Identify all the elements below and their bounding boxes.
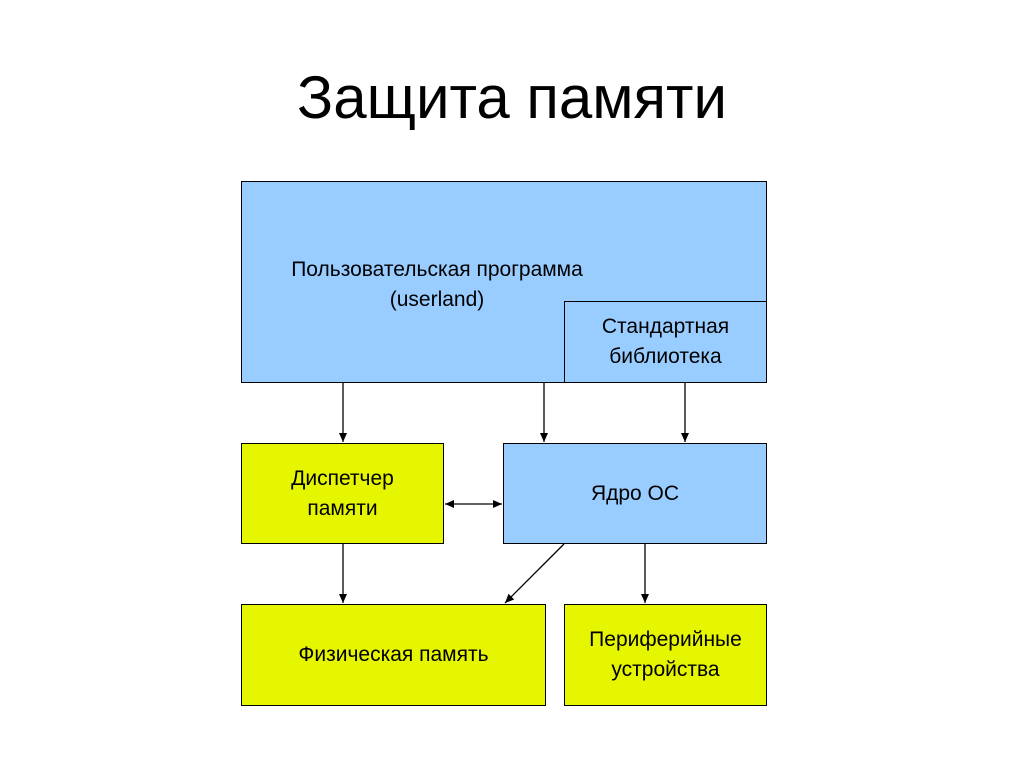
standard-library-label: Стандартная библиотека (601, 315, 730, 368)
os-kernel-box: Ядро ОС (503, 443, 767, 544)
memory-manager-box: Диспетчер памяти (241, 443, 444, 544)
arrow-kernel-to-phys-mem (504, 543, 565, 604)
slide-title: Защита памяти (297, 64, 727, 131)
peripheral-devices-box: Периферийные устройства (564, 604, 767, 706)
os-kernel-label: Ядро ОС (590, 481, 680, 505)
user-program-box: Пользовательская программа (userland) (241, 181, 767, 383)
physical-memory-label: Физическая память (298, 643, 489, 666)
standard-library-box: Стандартная библиотека (564, 301, 767, 383)
user-program-label: Пользовательская программа (userland) (291, 258, 583, 311)
peripheral-devices-label: Периферийные устройства (589, 628, 742, 681)
physical-memory-box: Физическая память (241, 604, 546, 706)
memory-manager-label: Диспетчер памяти (291, 466, 394, 520)
